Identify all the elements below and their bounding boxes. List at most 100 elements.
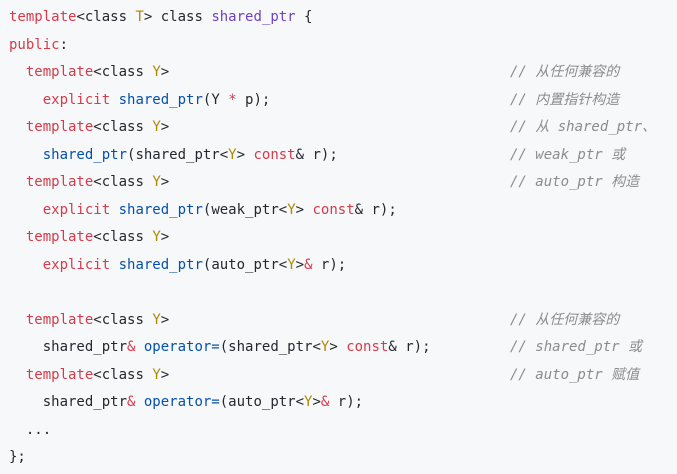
code-token: explicit bbox=[42, 256, 111, 273]
code-token: shared_ptr bbox=[42, 394, 128, 410]
code-token: template bbox=[25, 229, 94, 245]
code-token: (weak_ptr< bbox=[202, 201, 288, 218]
indent bbox=[9, 92, 43, 108]
code-token: shared_ptr bbox=[42, 146, 128, 163]
code-token: template bbox=[25, 311, 94, 328]
code-token: > bbox=[160, 366, 170, 383]
code-token: & r); bbox=[354, 201, 397, 218]
code-comment: // auto_ptr 赋值 bbox=[510, 366, 640, 383]
code-token: < bbox=[76, 9, 85, 25]
code-line bbox=[0, 279, 677, 307]
code-line: shared_ptr(shared_ptr<Y> const& r);// we… bbox=[0, 142, 677, 170]
code-text: shared_ptr& operator=(auto_ptr<Y>& r); bbox=[9, 389, 363, 417]
code-token: class bbox=[84, 9, 128, 25]
code-line: template<class Y> // auto_ptr 构造 bbox=[0, 169, 677, 197]
code-line: template<class Y> // 从任何兼容的 bbox=[0, 59, 677, 87]
code-line: shared_ptr& operator=(auto_ptr<Y>& r); bbox=[0, 389, 677, 417]
code-text: template<class Y> bbox=[9, 362, 169, 390]
code-line: public: bbox=[0, 32, 677, 60]
indent bbox=[9, 174, 26, 190]
code-text: }; bbox=[9, 444, 26, 472]
code-token: p); bbox=[236, 91, 271, 108]
code-text: shared_ptr& operator=(shared_ptr<Y> cons… bbox=[9, 334, 431, 362]
code-line: template<class T> class shared_ptr { bbox=[0, 4, 677, 32]
code-token: * bbox=[228, 91, 237, 108]
code-token: > bbox=[160, 311, 170, 328]
code-token: Y bbox=[152, 174, 161, 190]
code-token: & r); bbox=[295, 146, 338, 163]
code-token: operator= bbox=[135, 339, 220, 355]
code-comment: // weak_ptr 或 bbox=[510, 146, 626, 163]
indent bbox=[9, 119, 26, 135]
code-token: Y bbox=[152, 229, 161, 245]
code-token: : bbox=[59, 36, 69, 53]
code-line: }; bbox=[0, 444, 677, 472]
code-line: explicit shared_ptr(weak_ptr<Y> const& r… bbox=[0, 197, 677, 225]
indent bbox=[9, 202, 43, 218]
code-comment: // auto_ptr 构造 bbox=[510, 174, 640, 190]
code-token: (shared_ptr< bbox=[219, 339, 321, 355]
code-token: > bbox=[160, 229, 170, 245]
code-token: > bbox=[295, 201, 313, 218]
code-token: > bbox=[329, 339, 347, 355]
code-token: Y bbox=[287, 256, 296, 273]
code-text: template<class Y> bbox=[9, 59, 169, 87]
code-token: template bbox=[25, 174, 94, 190]
code-token: const bbox=[312, 201, 355, 218]
code-token: <class bbox=[93, 64, 153, 80]
indent bbox=[9, 312, 26, 328]
code-token: Y bbox=[228, 146, 237, 163]
code-token: operator= bbox=[135, 394, 220, 410]
code-token: <class bbox=[93, 366, 153, 383]
code-token: Y bbox=[152, 119, 161, 135]
code-token bbox=[110, 92, 118, 108]
code-text: public: bbox=[9, 32, 68, 60]
code-text: template<class T> class shared_ptr { bbox=[9, 4, 312, 32]
code-token: & bbox=[304, 256, 313, 273]
code-token: <class bbox=[93, 174, 153, 190]
code-token: > bbox=[160, 174, 170, 190]
code-line: ... bbox=[0, 417, 677, 445]
indent bbox=[9, 339, 43, 355]
code-token: template bbox=[25, 64, 94, 80]
code-token: (auto_ptr< bbox=[202, 256, 288, 273]
code-comment: // shared_ptr 或 bbox=[510, 339, 643, 355]
code-text: template<class Y> bbox=[9, 114, 169, 142]
code-token: Y bbox=[304, 394, 313, 410]
code-line: shared_ptr& operator=(shared_ptr<Y> cons… bbox=[0, 334, 677, 362]
code-token: > bbox=[295, 256, 305, 273]
code-text: explicit shared_ptr(weak_ptr<Y> const& r… bbox=[9, 197, 397, 225]
code-token: template bbox=[9, 9, 77, 25]
code-token: r); bbox=[312, 256, 347, 273]
code-token: Y bbox=[152, 64, 161, 80]
code-line: template<class Y> // 从 shared_ptr、 bbox=[0, 114, 677, 142]
indent bbox=[9, 257, 43, 273]
code-token: const bbox=[346, 339, 389, 355]
code-comment: // 从任何兼容的 bbox=[510, 64, 620, 80]
code-token: > bbox=[160, 64, 170, 80]
code-token bbox=[110, 202, 118, 218]
code-text: ... bbox=[9, 417, 51, 445]
code-text: template<class Y> bbox=[9, 224, 169, 252]
code-token: shared_ptr bbox=[118, 91, 203, 108]
code-token: explicit bbox=[42, 201, 111, 218]
code-comment: // 从任何兼容的 bbox=[510, 311, 620, 328]
code-token: template bbox=[25, 119, 94, 135]
indent bbox=[9, 229, 26, 245]
indent bbox=[9, 64, 26, 80]
code-token: T bbox=[127, 9, 144, 25]
code-token: }; bbox=[9, 449, 26, 465]
code-line: template<class Y>// 从任何兼容的 bbox=[0, 307, 677, 335]
code-token: Y bbox=[320, 339, 330, 355]
code-token: explicit bbox=[42, 91, 111, 108]
code-token: shared_ptr bbox=[42, 339, 128, 355]
code-text: template<class Y> bbox=[9, 169, 169, 197]
code-token: <class bbox=[93, 311, 153, 328]
code-comment: // 从 shared_ptr、 bbox=[510, 119, 657, 135]
code-token: (shared_ptr< bbox=[127, 146, 229, 163]
code-line: template<class Y> bbox=[0, 224, 677, 252]
code-token: <class bbox=[93, 229, 153, 245]
indent bbox=[9, 367, 26, 383]
indent bbox=[9, 147, 43, 163]
code-token: > bbox=[312, 394, 321, 410]
